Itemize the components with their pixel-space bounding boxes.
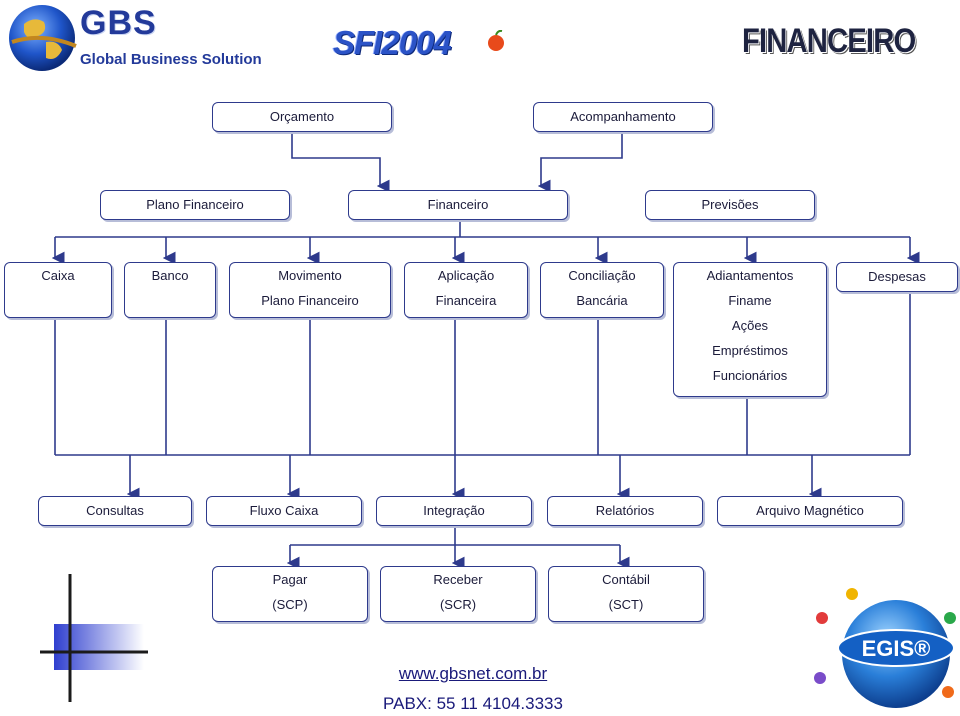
output-fluxo-caixa: Fluxo Caixa — [206, 496, 362, 526]
integration-label: Contábil — [602, 572, 650, 587]
egis-logo-icon: EGIS® — [814, 588, 956, 708]
box-previsoes: Previsões — [645, 190, 815, 220]
integration-pagar: Pagar (SCP) — [212, 566, 368, 622]
box-orcamento: Orçamento — [212, 102, 392, 132]
output-consultas: Consultas — [38, 496, 192, 526]
integration-label: Receber — [433, 572, 483, 587]
module-adiantamentos: Adiantamentos Finame Ações Empréstimos F… — [673, 262, 827, 397]
module-label: Financeira — [435, 293, 497, 308]
integration-receber: Receber (SCR) — [380, 566, 536, 622]
module-label: Plano Financeiro — [261, 293, 359, 308]
module-banco: Banco — [124, 262, 216, 318]
box-acompanhamento: Acompanhamento — [533, 102, 713, 132]
decorative-cross — [40, 574, 148, 702]
module-label: Aplicação — [437, 268, 495, 283]
integration-label: Pagar — [272, 572, 308, 587]
module-despesas: Despesas — [836, 262, 958, 292]
module-label: Finame — [728, 293, 772, 308]
gbs-logo-subtitle: Global Business Solution — [80, 51, 262, 68]
integration-code: (SCT) — [608, 597, 644, 612]
module-label: Movimento — [278, 268, 342, 283]
module-label: Conciliação — [568, 268, 636, 283]
apple-icon — [488, 30, 504, 51]
output-relatorios: Relatórios — [547, 496, 703, 526]
box-label: Acompanhamento — [570, 109, 676, 124]
output-label: Consultas — [86, 503, 144, 518]
module-label: Empréstimos — [712, 343, 788, 358]
section-title: FINANCEIRO — [742, 22, 916, 60]
module-label: Funcionários — [712, 368, 788, 383]
module-movimento: Movimento Plano Financeiro — [229, 262, 391, 318]
output-label: Arquivo Magnético — [756, 503, 864, 518]
box-plano-financeiro: Plano Financeiro — [100, 190, 290, 220]
module-caixa: Caixa — [4, 262, 112, 318]
box-label: Financeiro — [427, 197, 489, 212]
output-label: Integração — [423, 503, 485, 518]
box-label: Orçamento — [269, 109, 335, 124]
module-label: Banco — [151, 268, 189, 283]
module-label: Bancária — [576, 293, 628, 308]
module-aplicacao: Aplicação Financeira — [404, 262, 528, 318]
module-label: Ações — [731, 318, 769, 333]
output-integracao: Integração — [376, 496, 532, 526]
integration-code: (SCR) — [439, 597, 477, 612]
box-label: Previsões — [701, 197, 759, 212]
product-logo: SFI2004 — [333, 24, 452, 61]
output-label: Relatórios — [595, 503, 655, 518]
module-label: Caixa — [41, 268, 75, 283]
box-financeiro: Financeiro — [348, 190, 568, 220]
module-label: Despesas — [868, 269, 926, 284]
output-label: Fluxo Caixa — [249, 503, 319, 518]
integration-code: (SCP) — [272, 597, 308, 612]
integration-contabil: Contábil (SCT) — [548, 566, 704, 622]
output-arquivo-magnetico: Arquivo Magnético — [717, 496, 903, 526]
phone-number: PABX: 55 11 4104.3333 — [383, 694, 563, 713]
box-label: Plano Financeiro — [146, 197, 244, 212]
globe-logo-icon — [9, 5, 77, 71]
website-link[interactable]: www.gbsnet.com.br — [398, 664, 548, 683]
egis-logo-text: EGIS® — [862, 636, 931, 661]
module-label: Adiantamentos — [706, 268, 794, 283]
module-conciliacao: Conciliação Bancária — [540, 262, 664, 318]
gbs-logo-text: GBS — [80, 4, 157, 42]
